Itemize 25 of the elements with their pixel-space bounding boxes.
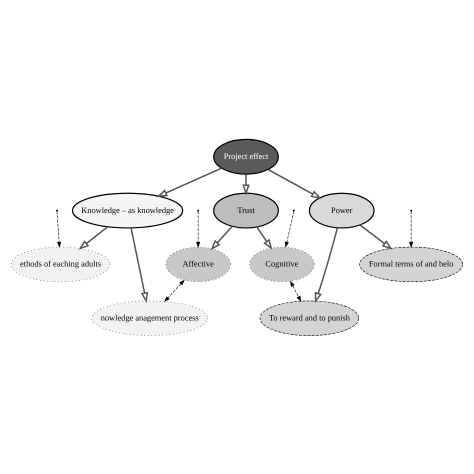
node-ellipse: Project effect	[213, 138, 279, 174]
node-ellipse: Trust	[213, 192, 279, 228]
node-ellipse: Formal terms of and belo	[359, 246, 463, 282]
arrow	[196, 210, 200, 248]
arrow	[242, 174, 250, 195]
node-ellipse: nowledge anagement process	[91, 300, 208, 336]
arrow	[130, 227, 148, 303]
node-ellipse: Cognitive	[249, 246, 315, 282]
arrow	[156, 167, 222, 197]
node-ellipse: Affective	[166, 246, 231, 282]
arrow	[56, 210, 62, 248]
arrow	[290, 280, 302, 302]
arrow	[409, 210, 414, 248]
arrow	[314, 227, 338, 303]
node-ellipse: ethods of eaching adults	[10, 246, 110, 282]
arrow	[256, 226, 272, 250]
node-ellipse: Knowledge – as knowledge	[72, 192, 184, 228]
arrow	[78, 226, 108, 250]
node-ellipse: Power	[308, 192, 375, 228]
arrow	[284, 210, 294, 248]
arrow	[360, 224, 393, 250]
node-ellipse: To reward and to punish	[260, 300, 360, 336]
arrow	[210, 225, 233, 250]
arrow	[164, 279, 185, 302]
arrow	[268, 168, 322, 198]
